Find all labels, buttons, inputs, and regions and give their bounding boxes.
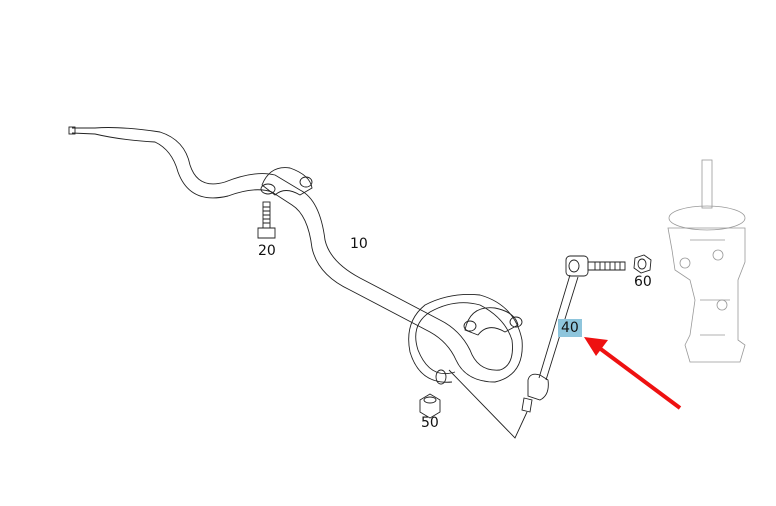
label-60[interactable]: 60 <box>634 274 652 290</box>
nut-50 <box>419 393 441 419</box>
label-10[interactable]: 10 <box>350 236 368 252</box>
label-20[interactable]: 20 <box>258 243 276 259</box>
bolt-20 <box>257 201 276 239</box>
pointer-arrow <box>584 337 682 410</box>
strut-assembly <box>667 159 746 363</box>
nut-60 <box>633 254 652 274</box>
label-40-highlighted[interactable]: 40 <box>558 319 582 337</box>
label-50[interactable]: 50 <box>421 415 439 431</box>
stabilizer-bar <box>68 126 528 439</box>
